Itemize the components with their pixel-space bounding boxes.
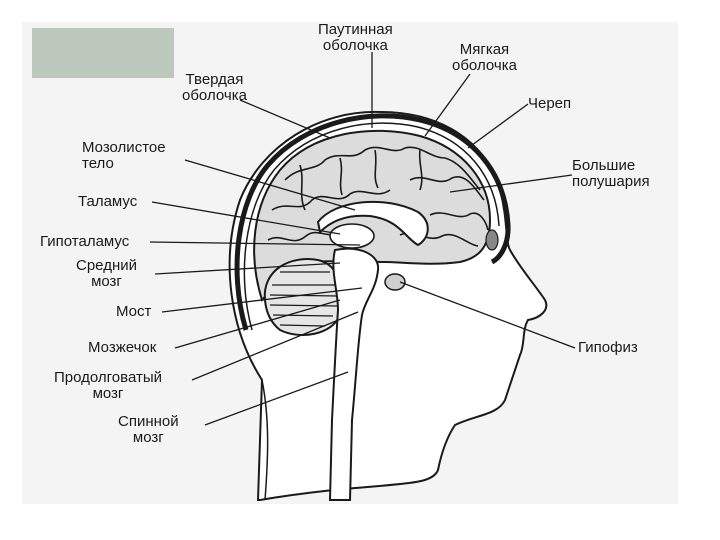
- label-thalamus: Таламус: [78, 194, 137, 210]
- label-corpus-callosum: Мозолистое тело: [82, 140, 166, 172]
- label-pons: Мост: [116, 304, 151, 320]
- label-hemispheres: Большие полушария: [572, 158, 650, 190]
- label-pituitary: Гипофиз: [578, 340, 638, 356]
- eye-socket: [486, 230, 498, 250]
- label-midbrain: Средний мозг: [76, 258, 137, 290]
- pituitary-gland: [385, 274, 405, 290]
- label-skull: Череп: [528, 96, 571, 112]
- label-dura-mater: Твердая оболочка: [182, 72, 247, 104]
- label-medulla: Продолговатый мозг: [54, 370, 162, 402]
- leader-dura: [240, 100, 330, 138]
- label-cerebellum: Мозжечок: [88, 340, 156, 356]
- label-spinal-cord: Спинной мозг: [118, 414, 179, 446]
- label-hypothalamus: Гипоталамус: [40, 234, 129, 250]
- leader-skull: [468, 104, 528, 148]
- label-pia-mater: Мягкая оболочка: [452, 42, 517, 74]
- label-arachnoid: Паутинная оболочка: [318, 22, 393, 54]
